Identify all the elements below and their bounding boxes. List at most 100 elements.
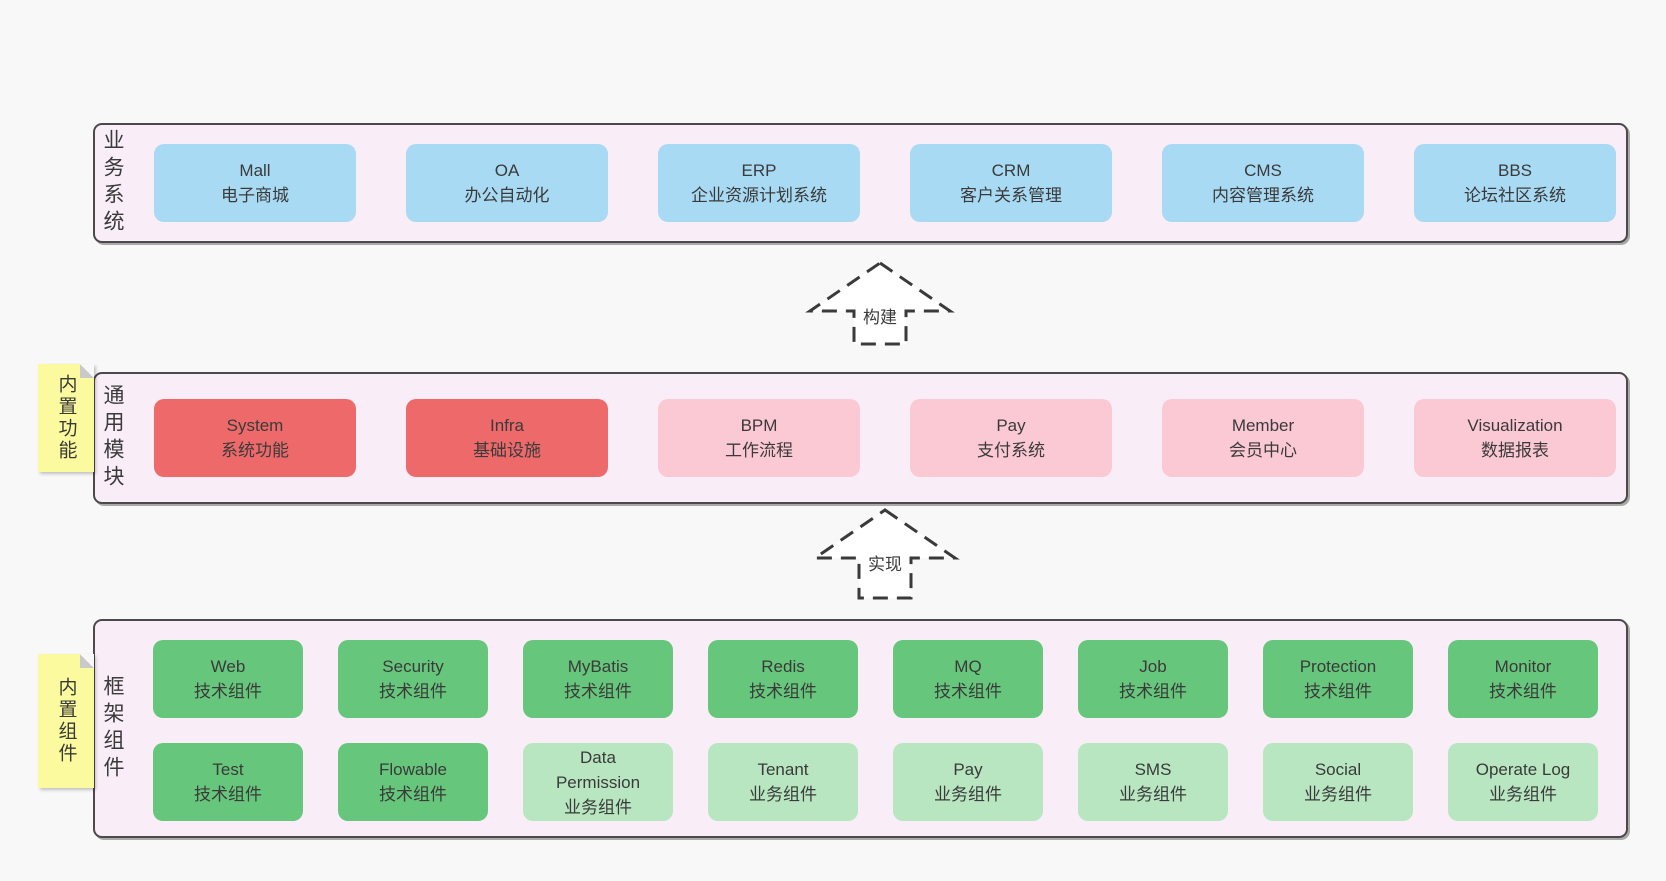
section-title-components: 框架组件	[101, 621, 124, 836]
node-name: Pay	[996, 416, 1026, 435]
node-name: Visualization	[1467, 416, 1563, 435]
node-desc: 客户关系管理	[960, 186, 1062, 205]
node-mq: MQ 技术组件	[893, 640, 1043, 718]
node-name: MyBatis	[567, 657, 629, 676]
node-monitor: Monitor 技术组件	[1448, 640, 1598, 718]
section-title-modules: 通用模块	[101, 374, 124, 502]
node-infra: Infra 基础设施	[406, 399, 608, 477]
node-desc: 支付系统	[977, 441, 1045, 460]
node-desc: 技术组件	[194, 682, 262, 701]
node-crm: CRM 客户关系管理	[910, 144, 1112, 222]
node-cms: CMS 内容管理系统	[1162, 144, 1364, 222]
node-name: OA	[494, 161, 520, 180]
node-sms: SMS 业务组件	[1078, 743, 1228, 821]
arrow-implement-label: 实现	[865, 549, 905, 576]
node-oa: OA 办公自动化	[406, 144, 608, 222]
node-name: Test	[212, 760, 244, 779]
node-desc: 内容管理系统	[1212, 186, 1314, 205]
node-member: Member 会员中心	[1162, 399, 1364, 477]
node-name: Tenant	[757, 760, 809, 779]
section-title-text: 通用模块	[101, 384, 124, 492]
node-tenant: Tenant 业务组件	[708, 743, 858, 821]
node-name: ERP	[741, 161, 777, 180]
sticky-note-built-in-components: 内置组件	[38, 654, 94, 788]
node-desc: 业务组件	[749, 785, 817, 804]
node-desc: 业务组件	[564, 797, 632, 817]
node-pay-business: Pay 业务组件	[893, 743, 1043, 821]
node-desc: 业务组件	[1304, 785, 1372, 804]
node-name: Social	[1314, 760, 1362, 779]
node-name: CRM	[991, 161, 1031, 180]
section-title-text: 框架组件	[101, 674, 124, 783]
node-desc: 系统功能	[221, 441, 289, 460]
node-desc: 技术组件	[1304, 682, 1372, 701]
node-desc: 业务组件	[934, 785, 1002, 804]
node-bbs: BBS 论坛社区系统	[1414, 144, 1616, 222]
component-row-1: Web 技术组件 Security 技术组件 MyBatis 技术组件 Redi…	[153, 640, 1626, 718]
node-desc: 技术组件	[194, 785, 262, 804]
module-boxes-row: System 系统功能 Infra 基础设施 BPM 工作流程 Pay 支付系统…	[95, 374, 1626, 502]
node-name: CMS	[1244, 161, 1282, 180]
node-name: Data Permission	[555, 747, 641, 792]
node-visualization: Visualization 数据报表	[1414, 399, 1616, 477]
node-bpm: BPM 工作流程	[658, 399, 860, 477]
node-pay: Pay 支付系统	[910, 399, 1112, 477]
node-name: System	[226, 416, 284, 435]
section-common-modules: 通用模块 System 系统功能 Infra 基础设施 BPM 工作流程 Pay…	[93, 372, 1628, 504]
node-system: System 系统功能	[154, 399, 356, 477]
node-name: Security	[382, 657, 444, 676]
component-boxes-grid: Web 技术组件 Security 技术组件 MyBatis 技术组件 Redi…	[95, 621, 1626, 836]
node-name: Member	[1231, 416, 1295, 435]
node-desc: 电子商城	[221, 186, 289, 205]
node-mall: Mall 电子商城	[154, 144, 356, 222]
arrow-build-label: 构建	[860, 302, 900, 329]
node-security: Security 技术组件	[338, 640, 488, 718]
node-name: BBS	[1497, 161, 1533, 180]
node-redis: Redis 技术组件	[708, 640, 858, 718]
node-desc: 技术组件	[379, 785, 447, 804]
node-name: SMS	[1134, 760, 1172, 779]
node-name: Web	[210, 657, 246, 676]
node-test: Test 技术组件	[153, 743, 303, 821]
node-erp: ERP 企业资源计划系统	[658, 144, 860, 222]
node-name: Operate Log	[1475, 760, 1571, 779]
section-title-business: 业务系统	[101, 125, 124, 241]
node-social: Social 业务组件	[1263, 743, 1413, 821]
node-name: Protection	[1299, 657, 1377, 676]
arrow-build: 构建	[805, 261, 955, 346]
component-row-2: Test 技术组件 Flowable 技术组件 Data Permission …	[153, 743, 1626, 821]
node-protection: Protection 技术组件	[1263, 640, 1413, 718]
node-desc: 技术组件	[1119, 682, 1187, 701]
node-desc: 业务组件	[1489, 785, 1557, 804]
node-data-permission: Data Permission 业务组件	[523, 743, 673, 821]
node-desc: 技术组件	[749, 682, 817, 701]
node-job: Job 技术组件	[1078, 640, 1228, 718]
node-desc: 会员中心	[1229, 441, 1297, 460]
node-name: Pay	[953, 760, 983, 779]
arrow-implement: 实现	[810, 508, 960, 600]
node-desc: 技术组件	[379, 682, 447, 701]
node-desc: 技术组件	[1489, 682, 1557, 701]
node-desc: 技术组件	[564, 682, 632, 701]
node-name: Mall	[239, 161, 271, 180]
node-desc: 工作流程	[725, 441, 793, 460]
node-desc: 技术组件	[934, 682, 1002, 701]
section-business-systems: 业务系统 Mall 电子商城 OA 办公自动化 ERP 企业资源计划系统 CRM…	[93, 123, 1628, 243]
node-name: Redis	[761, 657, 805, 676]
node-web: Web 技术组件	[153, 640, 303, 718]
node-desc: 论坛社区系统	[1464, 186, 1566, 205]
sticky-note-text: 内置功能	[55, 374, 77, 462]
node-name: BPM	[740, 416, 778, 435]
business-boxes-row: Mall 电子商城 OA 办公自动化 ERP 企业资源计划系统 CRM 客户关系…	[95, 125, 1626, 241]
node-mybatis: MyBatis 技术组件	[523, 640, 673, 718]
node-name: Monitor	[1494, 657, 1552, 676]
node-desc: 办公自动化	[464, 186, 550, 205]
node-desc: 基础设施	[473, 441, 541, 460]
node-name: Job	[1139, 657, 1167, 676]
node-name: Flowable	[378, 760, 448, 779]
node-name: MQ	[954, 657, 982, 676]
node-flowable: Flowable 技术组件	[338, 743, 488, 821]
node-name: Infra	[489, 416, 525, 435]
section-title-text: 业务系统	[101, 129, 124, 237]
